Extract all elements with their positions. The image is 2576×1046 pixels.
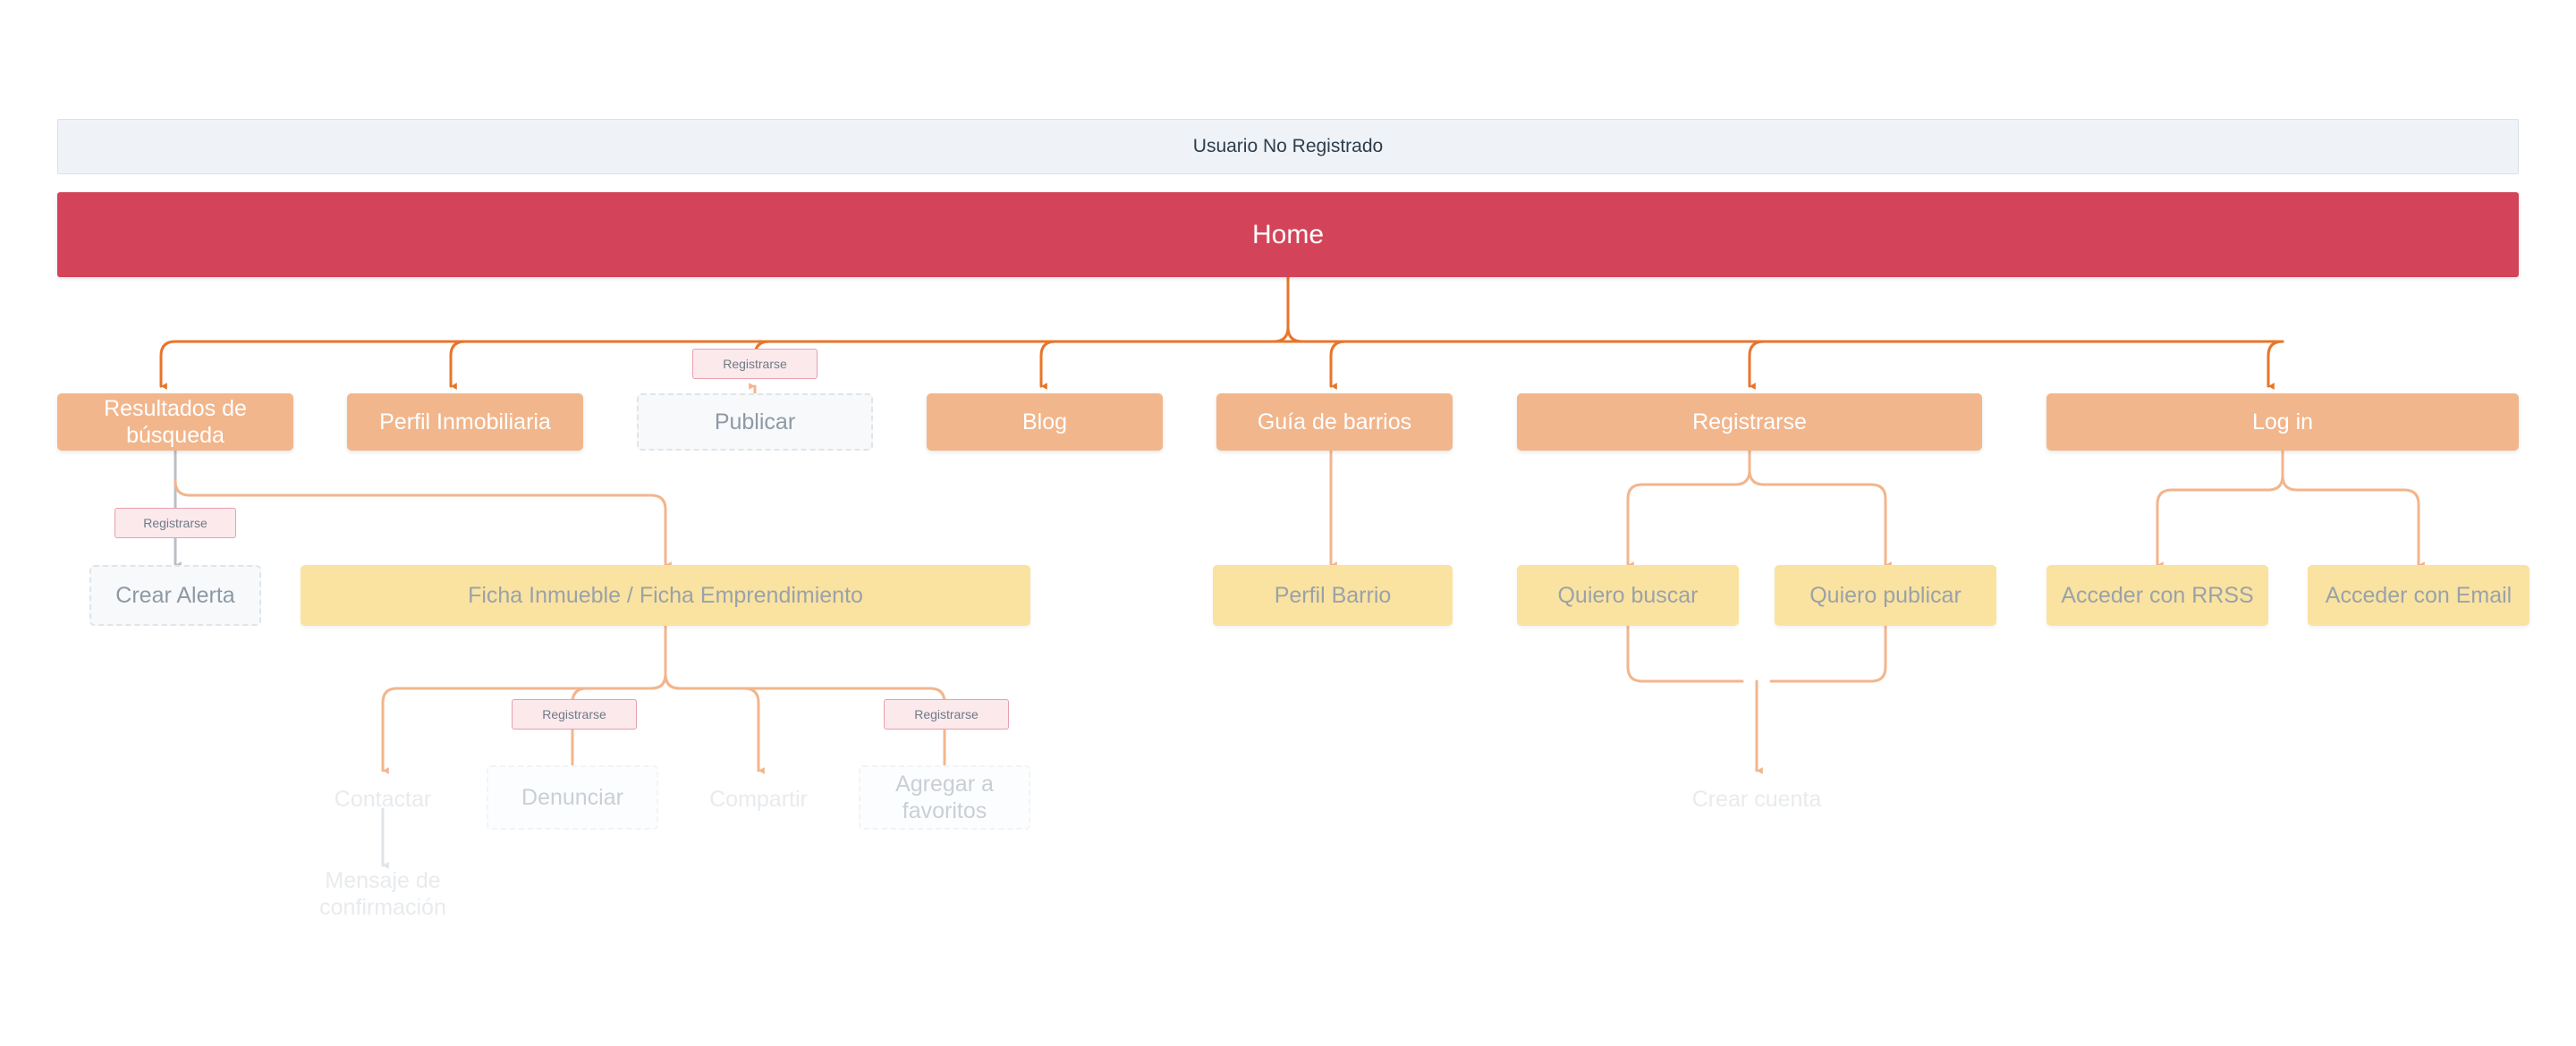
node-home[interactable]: Home bbox=[57, 192, 2519, 277]
node-label: Perfil Barrio bbox=[1274, 583, 1392, 608]
node-label: Acceder con Email bbox=[2325, 583, 2512, 608]
gate-label: Registrarse bbox=[143, 515, 208, 530]
node-label: Acceder con RRSS bbox=[2061, 583, 2254, 608]
node-quiero-publicar[interactable]: Quiero publicar bbox=[1775, 565, 1996, 626]
user-state-label: Usuario No Registrado bbox=[1192, 136, 1384, 157]
node-label: Resultados de búsqueda bbox=[104, 396, 247, 448]
node-label: Guía de barrios bbox=[1257, 409, 1412, 434]
gate-registrarse-favoritos[interactable]: Registrarse bbox=[884, 699, 1009, 730]
gate-label: Registrarse bbox=[914, 706, 979, 721]
node-label: Agregar a favoritos bbox=[895, 772, 994, 823]
node-label: Quiero buscar bbox=[1557, 583, 1699, 608]
node-resultados-de-busqueda[interactable]: Resultados de búsqueda bbox=[57, 393, 293, 451]
node-denunciar[interactable]: Denunciar bbox=[487, 765, 658, 830]
node-label: Contactar bbox=[334, 787, 432, 812]
node-label: Crear cuenta bbox=[1691, 787, 1822, 812]
node-label: Registrarse bbox=[1692, 409, 1807, 434]
node-quiero-buscar[interactable]: Quiero buscar bbox=[1517, 565, 1739, 626]
node-crear-alerta[interactable]: Crear Alerta bbox=[89, 565, 261, 626]
gate-registrarse-publicar[interactable]: Registrarse bbox=[692, 349, 818, 379]
node-label: Perfil Inmobiliaria bbox=[379, 409, 551, 434]
node-acceder-con-email[interactable]: Acceder con Email bbox=[2308, 565, 2529, 626]
node-mensaje-de-confirmacion[interactable]: Mensaje de confirmación bbox=[268, 865, 497, 923]
node-crear-cuenta[interactable]: Crear cuenta bbox=[1671, 771, 1843, 828]
gate-registrarse-denunciar[interactable]: Registrarse bbox=[512, 699, 637, 730]
node-label: Compartir bbox=[709, 787, 808, 812]
gate-registrarse-crear-alerta[interactable]: Registrarse bbox=[114, 508, 236, 538]
node-compartir[interactable]: Compartir bbox=[673, 771, 844, 828]
node-registrarse[interactable]: Registrarse bbox=[1517, 393, 1982, 451]
node-perfil-barrio[interactable]: Perfil Barrio bbox=[1213, 565, 1453, 626]
node-blog[interactable]: Blog bbox=[927, 393, 1163, 451]
node-label: Ficha Inmueble / Ficha Emprendimiento bbox=[468, 583, 863, 608]
node-guia-de-barrios[interactable]: Guía de barrios bbox=[1216, 393, 1453, 451]
node-agregar-a-favoritos[interactable]: Agregar a favoritos bbox=[859, 765, 1030, 830]
node-log-in[interactable]: Log in bbox=[2046, 393, 2519, 451]
node-acceder-con-rrss[interactable]: Acceder con RRSS bbox=[2046, 565, 2268, 626]
node-label: Publicar bbox=[714, 409, 796, 434]
user-state-header: Usuario No Registrado bbox=[57, 119, 2519, 174]
node-perfil-inmobiliaria[interactable]: Perfil Inmobiliaria bbox=[347, 393, 583, 451]
node-label: Blog bbox=[1021, 409, 1068, 434]
gate-label: Registrarse bbox=[723, 356, 787, 371]
node-home-label: Home bbox=[1251, 219, 1325, 249]
gate-label: Registrarse bbox=[542, 706, 606, 721]
node-contactar[interactable]: Contactar bbox=[297, 771, 469, 828]
node-label: Crear Alerta bbox=[115, 583, 235, 608]
node-label: Mensaje de confirmación bbox=[319, 868, 446, 920]
node-label: Log in bbox=[2251, 409, 2314, 434]
node-label: Denunciar bbox=[521, 785, 623, 810]
node-label: Quiero publicar bbox=[1809, 583, 1962, 608]
node-publicar[interactable]: Publicar bbox=[637, 393, 873, 451]
node-ficha-inmueble[interactable]: Ficha Inmueble / Ficha Emprendimiento bbox=[301, 565, 1030, 626]
